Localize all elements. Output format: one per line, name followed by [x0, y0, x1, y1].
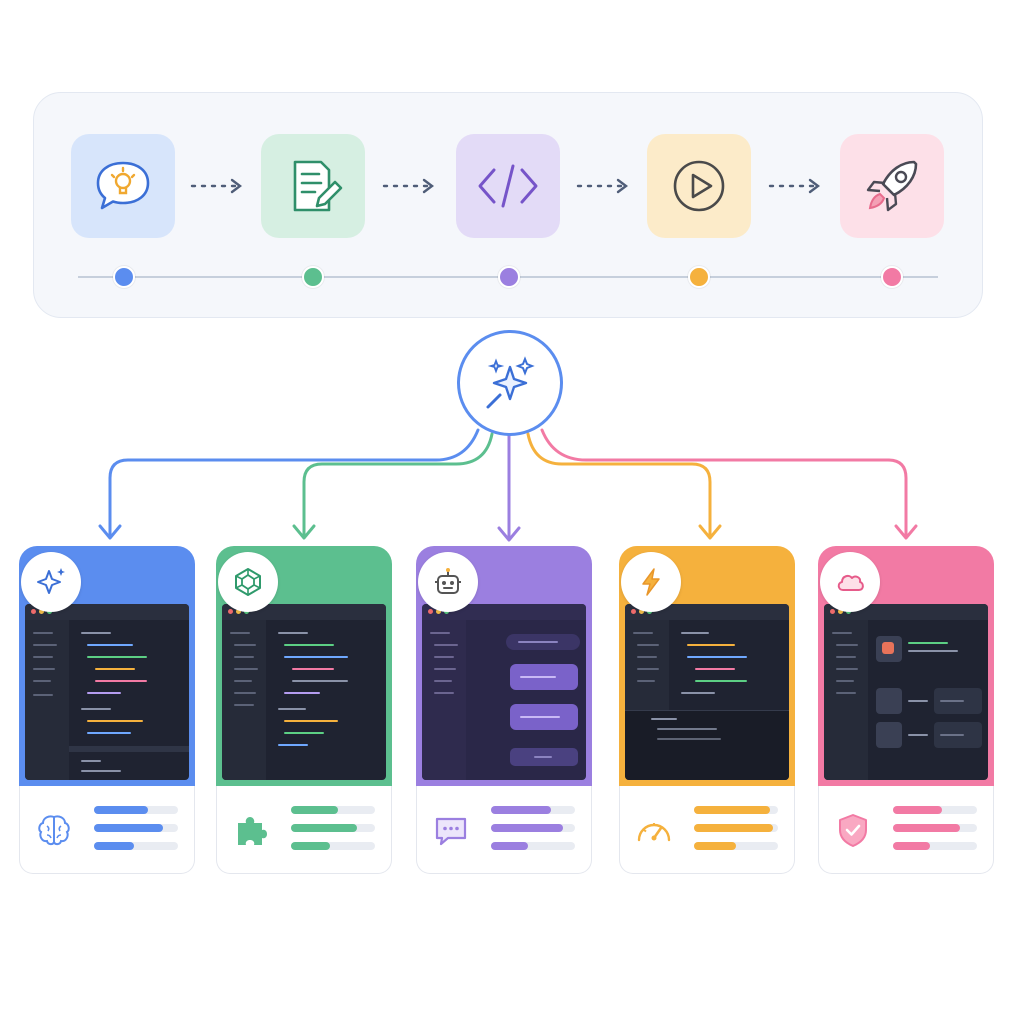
stat-bar: [893, 842, 977, 850]
code-brackets-icon: [478, 164, 538, 208]
card-green[interactable]: [216, 546, 392, 874]
card-footer: [619, 786, 795, 874]
dashboard-preview: [824, 604, 988, 780]
card-orange[interactable]: [619, 546, 795, 874]
card-blue[interactable]: [19, 546, 195, 874]
timeline-dot-5[interactable]: [881, 266, 903, 288]
stage-document[interactable]: [261, 134, 365, 238]
shield-check-icon: [833, 810, 873, 850]
gem-icon: [235, 568, 261, 596]
ai-hub[interactable]: [457, 330, 563, 436]
stat-bar: [893, 824, 977, 832]
card-footer: [416, 786, 592, 874]
code-editor-preview: [222, 604, 386, 780]
stat-bar: [291, 842, 375, 850]
chat-bubble-icon: [431, 810, 471, 850]
play-icon: [673, 160, 725, 212]
badge: [820, 552, 880, 612]
stat-bar: [291, 824, 375, 832]
stat-bar: [94, 842, 178, 850]
stage-idea[interactable]: [71, 134, 175, 238]
badge: [621, 552, 681, 612]
timeline-dot-2[interactable]: [302, 266, 324, 288]
card-footer: [19, 786, 195, 874]
stat-bar: [491, 806, 575, 814]
robot-icon: [435, 568, 461, 594]
rocket-icon: [866, 160, 918, 212]
speedometer-icon: [634, 810, 674, 850]
lightning-icon: [642, 568, 660, 596]
cloud-icon: [837, 574, 864, 591]
puzzle-icon: [231, 810, 271, 850]
timeline-dot-1[interactable]: [113, 266, 135, 288]
idea-lightbulb-icon: [96, 161, 150, 210]
stat-bar: [491, 842, 575, 850]
stat-bar: [694, 842, 778, 850]
badge: [418, 552, 478, 612]
badge: [21, 552, 81, 612]
stage-rocket[interactable]: [840, 134, 944, 238]
sparkles-icon: [37, 568, 65, 594]
timeline-dot-4[interactable]: [688, 266, 710, 288]
document-edit-icon: [293, 160, 343, 212]
stat-bar: [291, 806, 375, 814]
brain-icon: [34, 810, 74, 850]
stat-bar: [491, 824, 575, 832]
stat-bar: [694, 806, 778, 814]
stat-bar: [893, 806, 977, 814]
chat-preview: [422, 604, 586, 780]
sparkles-wand-icon: [486, 356, 535, 409]
stage-code[interactable]: [456, 134, 560, 238]
card-pink[interactable]: [818, 546, 994, 874]
stat-bar: [94, 806, 178, 814]
card-purple[interactable]: [416, 546, 592, 874]
stage-play[interactable]: [647, 134, 751, 238]
stat-bar: [94, 824, 178, 832]
code-editor-preview: [25, 604, 189, 780]
card-footer: [216, 786, 392, 874]
card-footer: [818, 786, 994, 874]
stat-bar: [694, 824, 778, 832]
terminal-preview: [625, 604, 789, 780]
badge: [218, 552, 278, 612]
timeline-dot-3[interactable]: [498, 266, 520, 288]
